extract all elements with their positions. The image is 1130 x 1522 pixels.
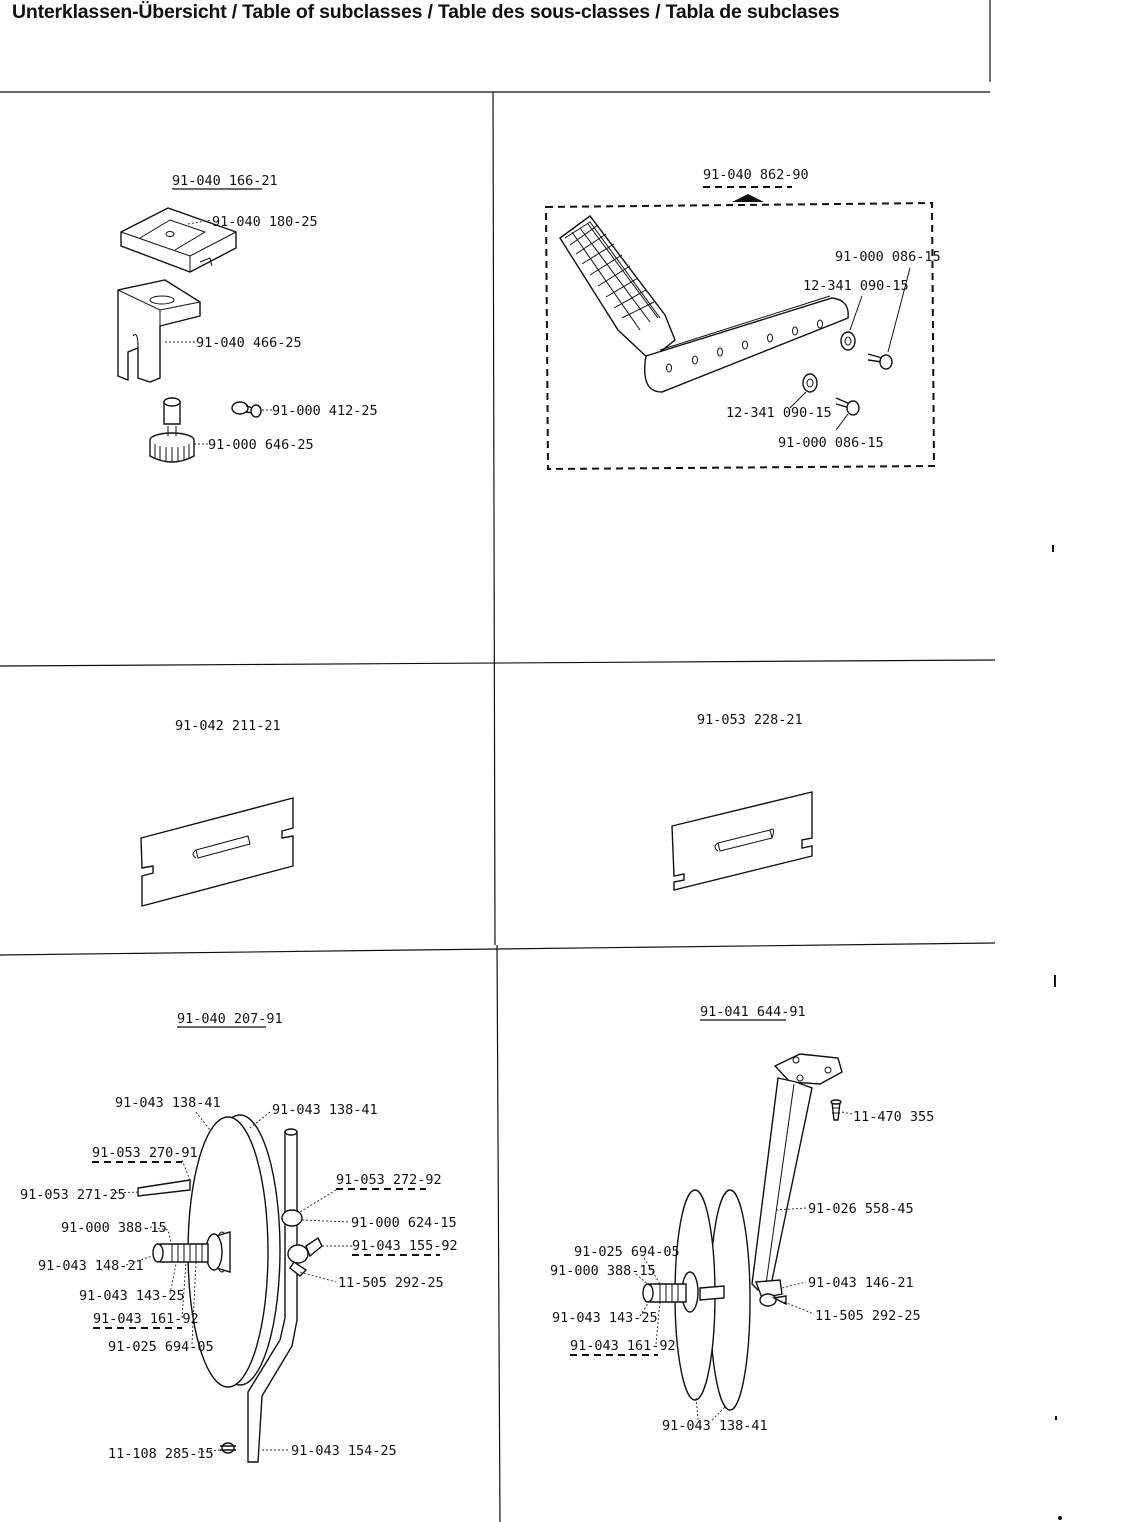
part-number-label: 91-000 086-15 [778, 435, 884, 451]
part-number-label: 91-025 694-05 [108, 1339, 214, 1355]
part-number-label: 11-505 292-25 [338, 1275, 444, 1291]
part-number-label: 11-505 292-25 [815, 1308, 921, 1324]
part-number-label: 91-043 143-25 [79, 1288, 185, 1304]
part-number-label: 91-053 272-92 [336, 1172, 442, 1188]
part-number-label: 91-040 466-25 [196, 335, 302, 351]
panel-4: 91-053 228-21 [671, 712, 813, 891]
bobbin-winder-part-2 [642, 1053, 843, 1411]
part-number-label: 91-025 694-05 [574, 1244, 680, 1260]
pedal-arm-part [559, 215, 849, 393]
part-number-label: 91-043 161-92 [570, 1338, 676, 1354]
part-number-label: 91-043 143-25 [552, 1310, 658, 1326]
bobbin-winder-part [137, 1114, 323, 1463]
plate-part-4 [671, 791, 813, 891]
part-number-label: 91-000 624-15 [351, 1215, 457, 1231]
panel-1-title: 91-040 166-21 [172, 173, 278, 189]
part-number-label: 12-341 090-15 [803, 278, 909, 294]
bracket-part [117, 279, 201, 383]
panel-3-title: 91-042 211-21 [175, 718, 281, 734]
part-number-label: 91-043 146-21 [808, 1275, 914, 1291]
grid-lines [0, 0, 996, 1522]
part-number-label: 91-043 155-92 [352, 1238, 458, 1254]
part-number-label: 91-043 138-41 [662, 1418, 768, 1434]
margin-specks [1052, 545, 1062, 1520]
part-number-label: 12-341 090-15 [726, 405, 832, 421]
panel-2: 91-040 862-90 [544, 167, 941, 471]
part-number-label: 91-043 138-41 [115, 1095, 221, 1111]
part-number-label: 91-000 388-15 [550, 1263, 656, 1279]
part-number-label: 11-470 355 [853, 1109, 934, 1125]
part-number-label: 91-040 180-25 [212, 214, 318, 230]
panel-2-title: 91-040 862-90 [703, 167, 809, 183]
knurled-screw-part [149, 397, 195, 463]
washer-and-screw-parts [802, 331, 893, 416]
part-number-label: 91-043 154-25 [291, 1443, 397, 1459]
screw-part [231, 401, 262, 418]
part-number-label: 91-000 086-15 [835, 249, 941, 265]
panel-5: 91-040 207-91 [20, 1011, 458, 1463]
part-number-label: 11-108 285-15 [108, 1446, 214, 1462]
plate-part-3 [140, 797, 294, 907]
part-number-label: 91-043 148-21 [38, 1258, 144, 1274]
page-title: Unterklassen-Übersicht / Table of subcla… [12, 1, 840, 23]
part-number-label: 91-026 558-45 [808, 1201, 914, 1217]
panel-3: 91-042 211-21 [140, 718, 294, 907]
panel-6-title: 91-041 644-91 [700, 1004, 806, 1020]
part-number-label: 91-000 412-25 [272, 403, 378, 419]
part-number-label: 91-053 271-25 [20, 1187, 126, 1203]
part-number-label: 91-000 646-25 [208, 437, 314, 453]
part-number-label: 91-000 388-15 [61, 1220, 167, 1236]
panel-5-title: 91-040 207-91 [177, 1011, 283, 1027]
slide-rail-part [120, 207, 237, 273]
part-number-label: 91-043 161-92 [93, 1311, 199, 1327]
part-number-label: 91-043 138-41 [272, 1102, 378, 1118]
panel-4-title: 91-053 228-21 [697, 712, 803, 728]
part-number-label: 91-053 270-91 [92, 1145, 198, 1161]
panel-6: 91-041 644-91 [550, 1004, 934, 1434]
panel-1: 91-040 166-21 [117, 173, 378, 463]
